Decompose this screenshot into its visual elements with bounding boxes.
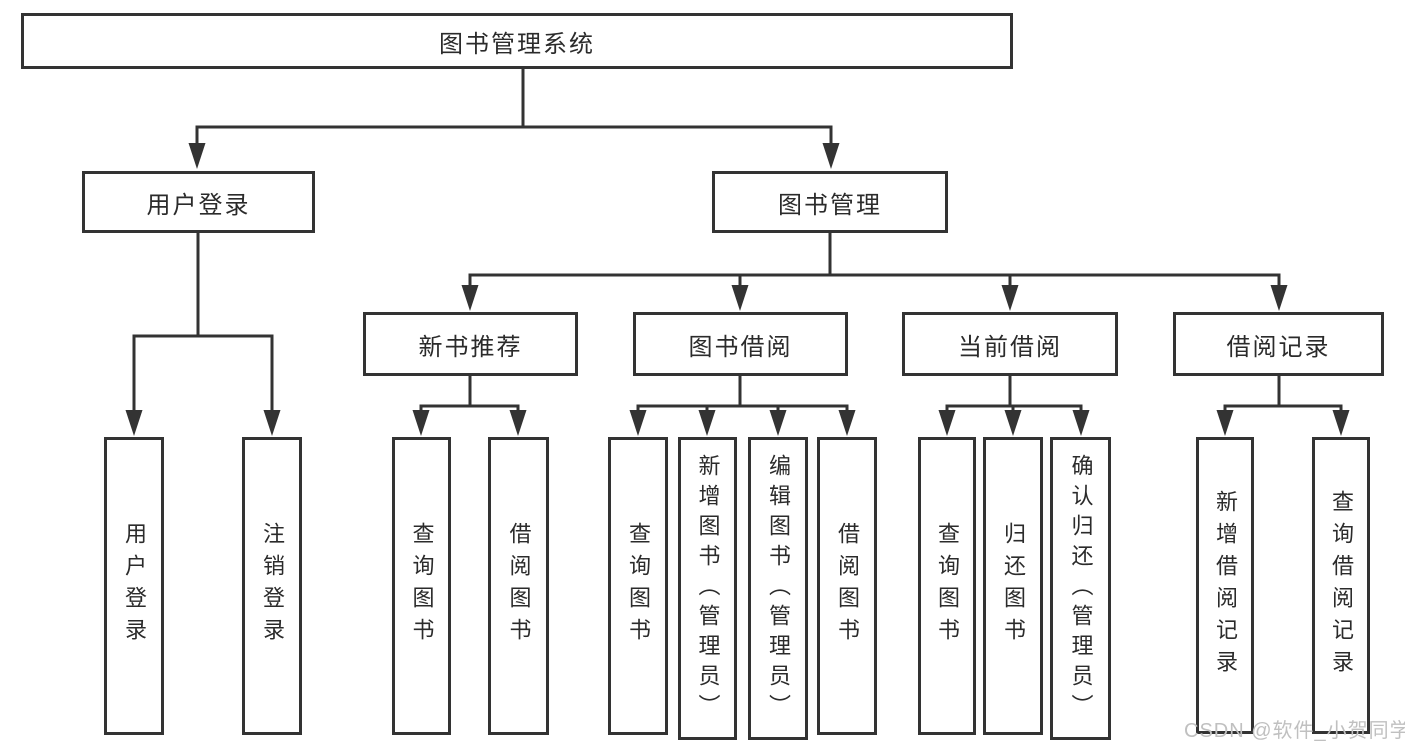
node-label: 查询图书 [409,522,435,650]
node-book-borrowing: 图书借阅 [633,312,848,376]
leaf-borrow-books-1: 借阅图书 [488,437,549,735]
node-label: 用户登录 [122,522,147,650]
node-label: 新增借阅记录 [1213,489,1238,682]
leaf-add-borrow-record: 新增借阅记录 [1196,437,1254,734]
leaf-confirm-return-admin: 确认归还（管理员） [1050,437,1111,740]
node-borrow-records: 借阅记录 [1173,312,1384,376]
node-label: 编辑图书（管理员） [766,453,791,724]
node-library-system: 图书管理系统 [21,13,1013,69]
node-label: 借阅图书 [835,522,860,650]
node-label: 查询图书 [626,522,651,650]
node-label: 查询借阅记录 [1329,489,1354,682]
leaf-return-book: 归还图书 [983,437,1043,735]
node-label: 当前借阅 [958,333,1062,361]
node-user-login: 用户登录 [82,171,315,233]
leaf-query-books-3: 查询图书 [918,437,976,735]
leaf-query-books-1: 查询图书 [392,437,451,735]
leaf-logout: 注销登录 [242,437,302,735]
node-label: 图书管理系统 [439,30,595,58]
node-label: 归还图书 [1001,522,1026,650]
node-label: 新增图书（管理员） [695,453,721,724]
leaf-borrow-books-2: 借阅图书 [817,437,877,735]
node-new-book-recommend: 新书推荐 [363,312,578,376]
node-book-management: 图书管理 [712,171,948,233]
node-label: 用户登录 [146,191,251,219]
node-label: 新书推荐 [418,333,523,361]
node-label: 确认归还（管理员） [1068,453,1094,724]
leaf-edit-book-admin: 编辑图书（管理员） [748,437,808,740]
node-label: 图书管理 [778,191,882,219]
node-label: 借阅图书 [506,522,532,650]
leaf-query-borrow-record: 查询借阅记录 [1312,437,1370,734]
node-label: 查询图书 [935,522,960,650]
leaf-user-login: 用户登录 [104,437,164,735]
node-label: 图书借阅 [688,333,793,361]
leaf-query-books-2: 查询图书 [608,437,668,735]
node-current-borrowing: 当前借阅 [902,312,1118,376]
watermark: CSDN @软件_小贺同学 [1184,720,1405,742]
node-label: 借阅记录 [1226,333,1331,361]
node-label: 注销登录 [260,522,285,650]
leaf-add-book-admin: 新增图书（管理员） [678,437,737,740]
